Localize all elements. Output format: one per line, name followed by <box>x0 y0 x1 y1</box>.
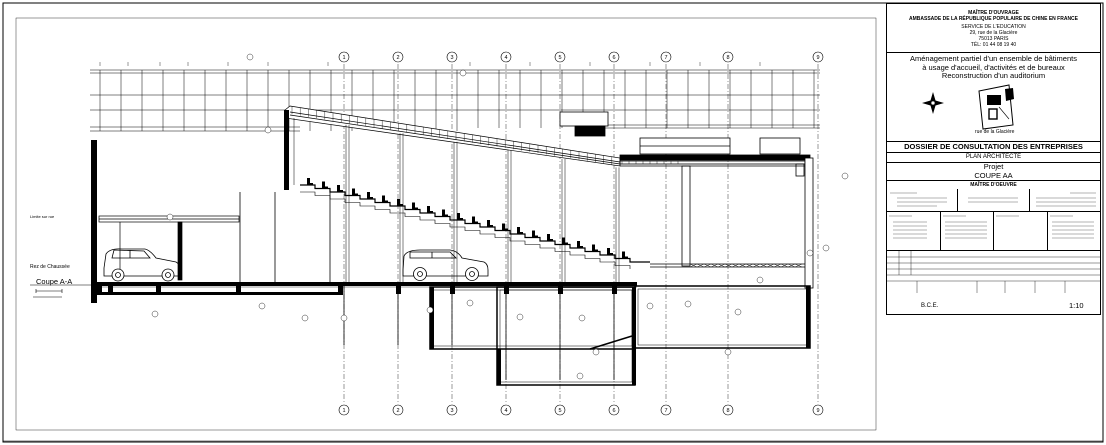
svg-text:8: 8 <box>726 55 729 61</box>
svg-text:7: 7 <box>664 55 667 61</box>
grid-axis-bubble: 9 <box>812 51 824 63</box>
grid-axis-bubble: 6 <box>608 51 620 63</box>
svg-text:3: 3 <box>450 408 453 414</box>
grid-axis-bubble: 2 <box>392 51 404 63</box>
grid-axis-bubble: 3 <box>446 51 458 63</box>
sheet-title: COUPE AA <box>974 170 1013 180</box>
svg-text:2: 2 <box>396 55 399 61</box>
owner-heading: MAÎTRE D'OUVRAGE <box>968 10 1019 16</box>
owner-address: 29, rue de la Glacière <box>969 30 1018 36</box>
grid-axis-bubble: 9 <box>812 404 824 416</box>
svg-text:Limite sur rue: Limite sur rue <box>30 214 55 219</box>
project-line-1: Aménagement partiel d'un ensemble de bât… <box>910 54 1077 63</box>
grid-axis-bubble: 7 <box>660 51 672 63</box>
svg-text:6: 6 <box>612 55 615 61</box>
grid-axis-bubble: 4 <box>500 51 512 63</box>
svg-text:3: 3 <box>450 55 453 61</box>
project-line-2: à usage d'accueil, d'activités et de bur… <box>922 62 1065 72</box>
svg-text:4: 4 <box>504 408 507 414</box>
grid-axis-bubble: 5 <box>554 404 566 416</box>
svg-text:7: 7 <box>664 408 667 414</box>
grid-axis-bubble: 8 <box>722 404 734 416</box>
grid-axis-bubble: 8 <box>722 51 734 63</box>
phase-label: DOSSIER DE CONSULTATION DES ENTREPRISES <box>904 141 1083 151</box>
grid-axis-bubble: 6 <box>608 404 620 416</box>
svg-text:2: 2 <box>396 408 399 414</box>
owner-name: AMBASSADE DE LA RÉPUBLIQUE POPULAIRE DE … <box>909 16 1078 22</box>
svg-text:1: 1 <box>342 55 345 61</box>
title-block: MAÎTRE D'OUVRAGE AMBASSADE DE LA RÉPUBLI… <box>886 3 1101 315</box>
svg-text:8: 8 <box>726 408 729 414</box>
grid-axis-bubble: 7 <box>660 404 672 416</box>
grid-axis-bubble: 1 <box>338 404 350 416</box>
section-title: Coupe A-A <box>36 277 72 286</box>
svg-text:1: 1 <box>342 408 345 414</box>
svg-text:5: 5 <box>558 55 561 61</box>
plan-type: PLAN ARCHITECTE <box>965 154 1022 160</box>
ground-level-label: Rez de Chaussée <box>30 264 70 270</box>
drawn-by: B.C.E. <box>921 303 939 309</box>
grid-axis-bubble: 5 <box>554 51 566 63</box>
grid-axis-bubble: 3 <box>446 404 458 416</box>
svg-text:4: 4 <box>504 55 507 61</box>
north-arrow-icon <box>922 91 944 114</box>
car-icon <box>402 249 489 281</box>
car-icon <box>103 248 181 282</box>
grid-axis-bubble: 4 <box>500 404 512 416</box>
svg-text:9: 9 <box>816 408 819 414</box>
scale-value: 1:10 <box>1069 301 1084 310</box>
grid-axis-bubble: 2 <box>392 404 404 416</box>
stage-label: Projet <box>983 162 1004 171</box>
svg-text:6: 6 <box>612 408 615 414</box>
svg-text:9: 9 <box>816 55 819 61</box>
moe-heading: MAÎTRE D'OEUVRE <box>970 182 1017 188</box>
owner-phone: TÉL: 01 44 08 19 40 <box>970 42 1017 48</box>
grid-axis-bubble: 1 <box>338 51 350 63</box>
site-plan-icon <box>978 83 1014 130</box>
project-line-3: Reconstruction d'un auditorium <box>941 71 1046 80</box>
owner-service: SERVICE DE L'EDUCATION <box>961 24 1026 30</box>
site-caption: rue de la Glacière <box>975 128 1015 135</box>
svg-text:5: 5 <box>558 408 561 414</box>
owner-city: 75013 PARIS <box>978 36 1009 42</box>
